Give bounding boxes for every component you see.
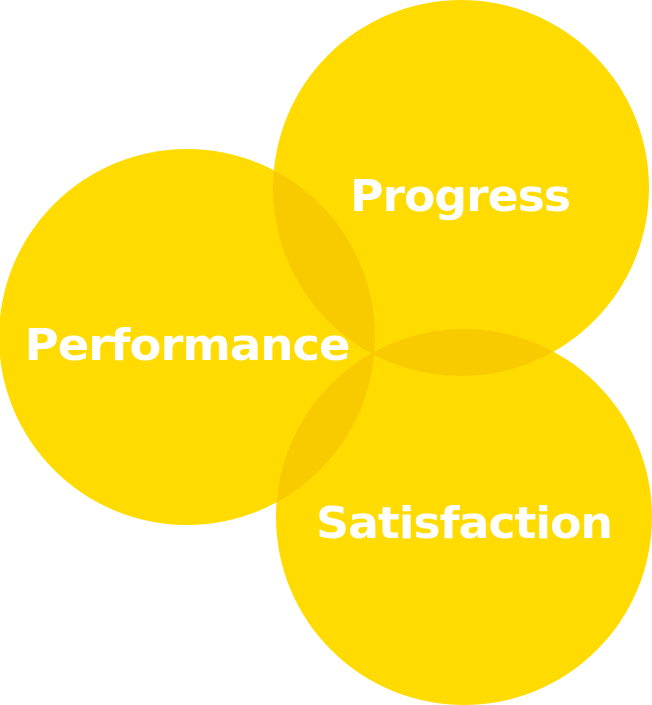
circle-performance — [0, 149, 375, 525]
circle-satisfaction — [276, 329, 652, 705]
label-progress: Progress — [350, 171, 570, 222]
label-performance: Performance — [25, 320, 350, 371]
circle-progress — [273, 0, 649, 376]
label-satisfaction: Satisfaction — [316, 498, 612, 549]
